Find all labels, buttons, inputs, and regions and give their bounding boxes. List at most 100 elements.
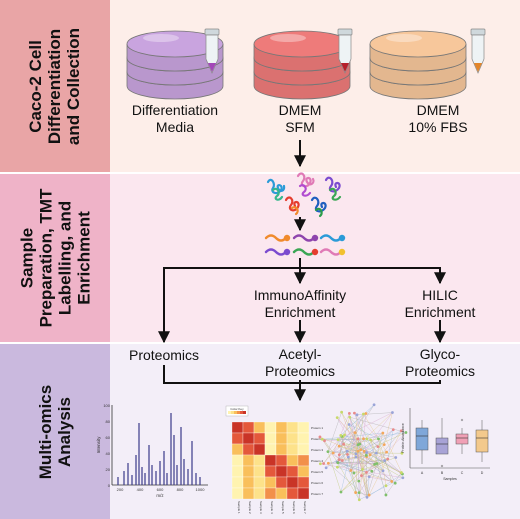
network-node (354, 455, 358, 459)
heatmap-cell (297, 443, 310, 456)
heatmap-cell (297, 476, 310, 489)
network-node (377, 437, 380, 441)
spectrum-x-tick: 200 (117, 487, 124, 492)
network-node (399, 429, 403, 433)
network-node (394, 456, 398, 459)
network-node (324, 466, 328, 470)
network-node (364, 454, 368, 457)
network-node (404, 431, 408, 434)
network-node (337, 453, 341, 457)
heatmap-cell (231, 487, 244, 500)
network-node (319, 462, 322, 466)
network-node (368, 453, 372, 457)
network-edge (322, 439, 371, 441)
heatmap-legend-swatch (234, 411, 237, 414)
heatmap-cell (297, 487, 310, 500)
network-node (362, 437, 365, 441)
network-edge (374, 432, 384, 465)
network-edge (324, 440, 334, 454)
network-edge (382, 432, 403, 475)
dish-top (126, 30, 224, 58)
sample-tube-icon (337, 28, 353, 74)
network-node (369, 438, 373, 442)
spectrum-y-tick: 80 (106, 419, 111, 424)
network-node (345, 449, 349, 453)
peptide-icons (264, 234, 346, 256)
spectrum-y-tick: 60 (106, 435, 111, 440)
heatmap-cell (231, 432, 244, 445)
section-label-panel: Multi-omics Analysis (0, 344, 110, 519)
boxplot-box (475, 429, 489, 453)
network-edge (354, 412, 379, 440)
network-node (390, 480, 394, 483)
network-edge (370, 439, 377, 454)
glyco-proteomics-label: Glyco-Proteomics (405, 346, 476, 380)
heatmap-col-label: Sample 5 (281, 501, 285, 514)
boxplot-y-label: Protein Abundance (401, 423, 405, 453)
heatmap-cell (231, 465, 244, 478)
network-node (353, 431, 357, 435)
section-label-panel: Sample Preparation, TMT Labelling, and E… (0, 174, 110, 342)
dish-highlight (386, 34, 422, 42)
heatmap-cell (275, 421, 288, 434)
network-node (384, 493, 388, 497)
network-node (382, 443, 386, 446)
heatmap-cell (242, 465, 255, 478)
dish-highlight (143, 34, 179, 42)
network-edge (357, 438, 370, 496)
network-node (340, 410, 344, 414)
network-node (335, 416, 339, 420)
heatmap-cell (264, 487, 277, 500)
boxplot-x-label: Samples (443, 477, 457, 481)
boxplot-box (435, 437, 449, 455)
network-node (401, 476, 405, 480)
heatmap-cell (286, 421, 299, 434)
network-node (340, 459, 344, 462)
network-edge (322, 439, 338, 463)
network-node (356, 449, 360, 453)
heatmap-cell (286, 476, 299, 489)
network-edge (333, 413, 350, 454)
heatmap-cell (264, 454, 277, 467)
network-edge (337, 404, 375, 463)
network-edge (327, 451, 342, 493)
boxplot-category-label: A (421, 471, 424, 475)
network-node (336, 461, 340, 465)
proteomics-label: Proteomics (124, 347, 204, 364)
heatmap-cell (242, 443, 255, 456)
network-edge (374, 464, 392, 482)
network-node (393, 481, 397, 485)
heatmap-legend-swatch (243, 411, 246, 414)
network-edge (337, 462, 367, 473)
network-edge (362, 469, 368, 498)
network-node (339, 490, 343, 494)
network-node (318, 435, 322, 439)
network-node (339, 434, 343, 437)
network-edge (366, 430, 402, 473)
heatmap-cell (242, 476, 255, 489)
network-edge (366, 455, 368, 498)
heatmap-cell (253, 476, 266, 489)
network-node (386, 457, 390, 461)
boxplot-outlier (440, 464, 444, 468)
heatmap-row-label: Protein 4 (311, 459, 323, 463)
dish-top (253, 30, 351, 58)
network-node (375, 462, 379, 465)
spectrum-y-tick: 20 (106, 467, 111, 472)
heatmap-cell (253, 443, 266, 456)
boxplot-category-label: D (481, 471, 484, 475)
network-edge (376, 463, 387, 496)
network-node (372, 403, 376, 407)
network-edge (385, 472, 402, 496)
network-node (343, 433, 346, 437)
heatmap-cell (231, 454, 244, 467)
network-node (336, 465, 339, 469)
network-node (352, 471, 356, 475)
network-edge (364, 432, 407, 452)
network-node (365, 495, 369, 499)
heatmap-cell (253, 487, 266, 500)
